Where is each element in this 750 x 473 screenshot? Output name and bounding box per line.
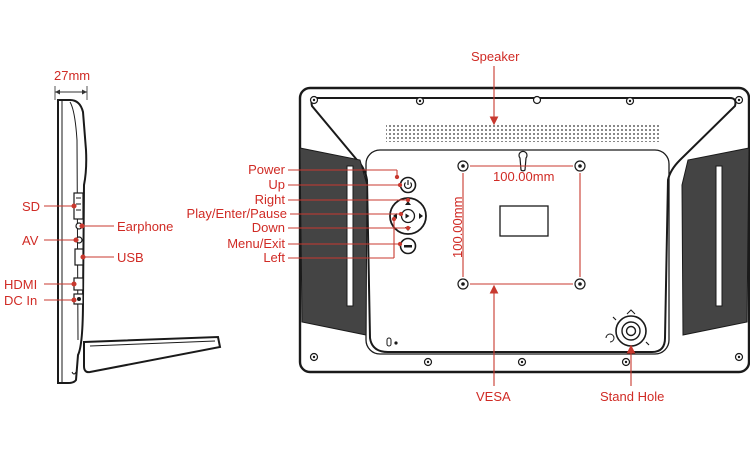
- stand-hole: [605, 309, 650, 347]
- speaker-label: Speaker: [471, 49, 520, 64]
- vesa-height-label: 100.00mm: [450, 197, 465, 258]
- side-view: 27mm SD AV HDMI DC In Ea: [4, 68, 222, 384]
- dc-in-label: DC In: [4, 293, 37, 308]
- lock-slot: [386, 337, 392, 347]
- power-label: Power: [248, 162, 286, 177]
- left-label: Left: [263, 250, 285, 265]
- av-label: AV: [22, 233, 39, 248]
- left-grip-panel: [299, 147, 368, 336]
- speaker-grille: [386, 124, 660, 142]
- usb-label: USB: [117, 250, 144, 265]
- vesa-label-plate: [499, 205, 549, 237]
- up-label: Up: [268, 177, 285, 192]
- earphone-label: Earphone: [117, 219, 173, 234]
- right-arrow[interactable]: [419, 213, 423, 219]
- down-label: Down: [252, 220, 285, 235]
- thickness-label: 27mm: [54, 68, 90, 83]
- vesa-width-label: 100.00mm: [493, 169, 554, 184]
- hdmi-label: HDMI: [4, 277, 37, 292]
- side-stand: [83, 335, 222, 374]
- menu-exit-label: Menu/Exit: [227, 236, 285, 251]
- sd-label: SD: [22, 199, 40, 214]
- button-cluster: [389, 175, 427, 255]
- up-arrow[interactable]: [405, 201, 411, 205]
- right-label: Right: [255, 192, 286, 207]
- stand-hole-label: Stand Hole: [600, 389, 664, 404]
- vesa-label: VESA: [476, 389, 511, 404]
- play-enter-pause-label: Play/Enter/Pause: [187, 206, 287, 221]
- back-view: 100.00mm 100.00mm Po: [187, 49, 750, 404]
